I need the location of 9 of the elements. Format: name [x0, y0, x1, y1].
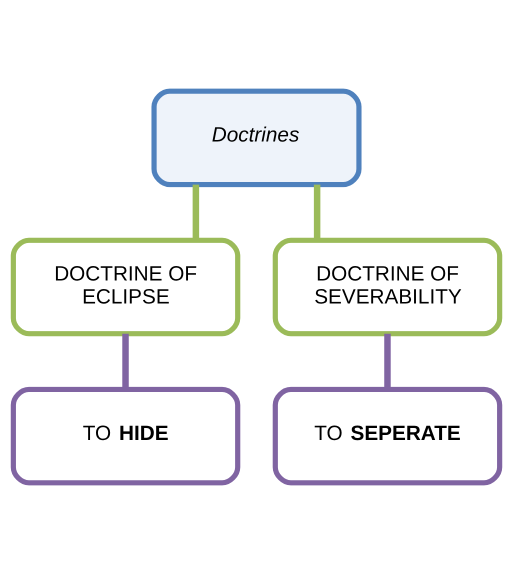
connector: [192, 184, 200, 240]
node-box: Doctrines: [151, 88, 362, 188]
node-box: DOCTRINE OF ECLIPSE: [10, 238, 240, 336]
connector: [122, 334, 129, 389]
node-box: TO HIDE: [10, 386, 240, 486]
node-box: TO SEPERATE: [272, 386, 502, 486]
connector: [314, 184, 320, 240]
connector: [384, 334, 391, 389]
node-box: DOCTRINE OF SEVERABILITY: [272, 238, 502, 336]
